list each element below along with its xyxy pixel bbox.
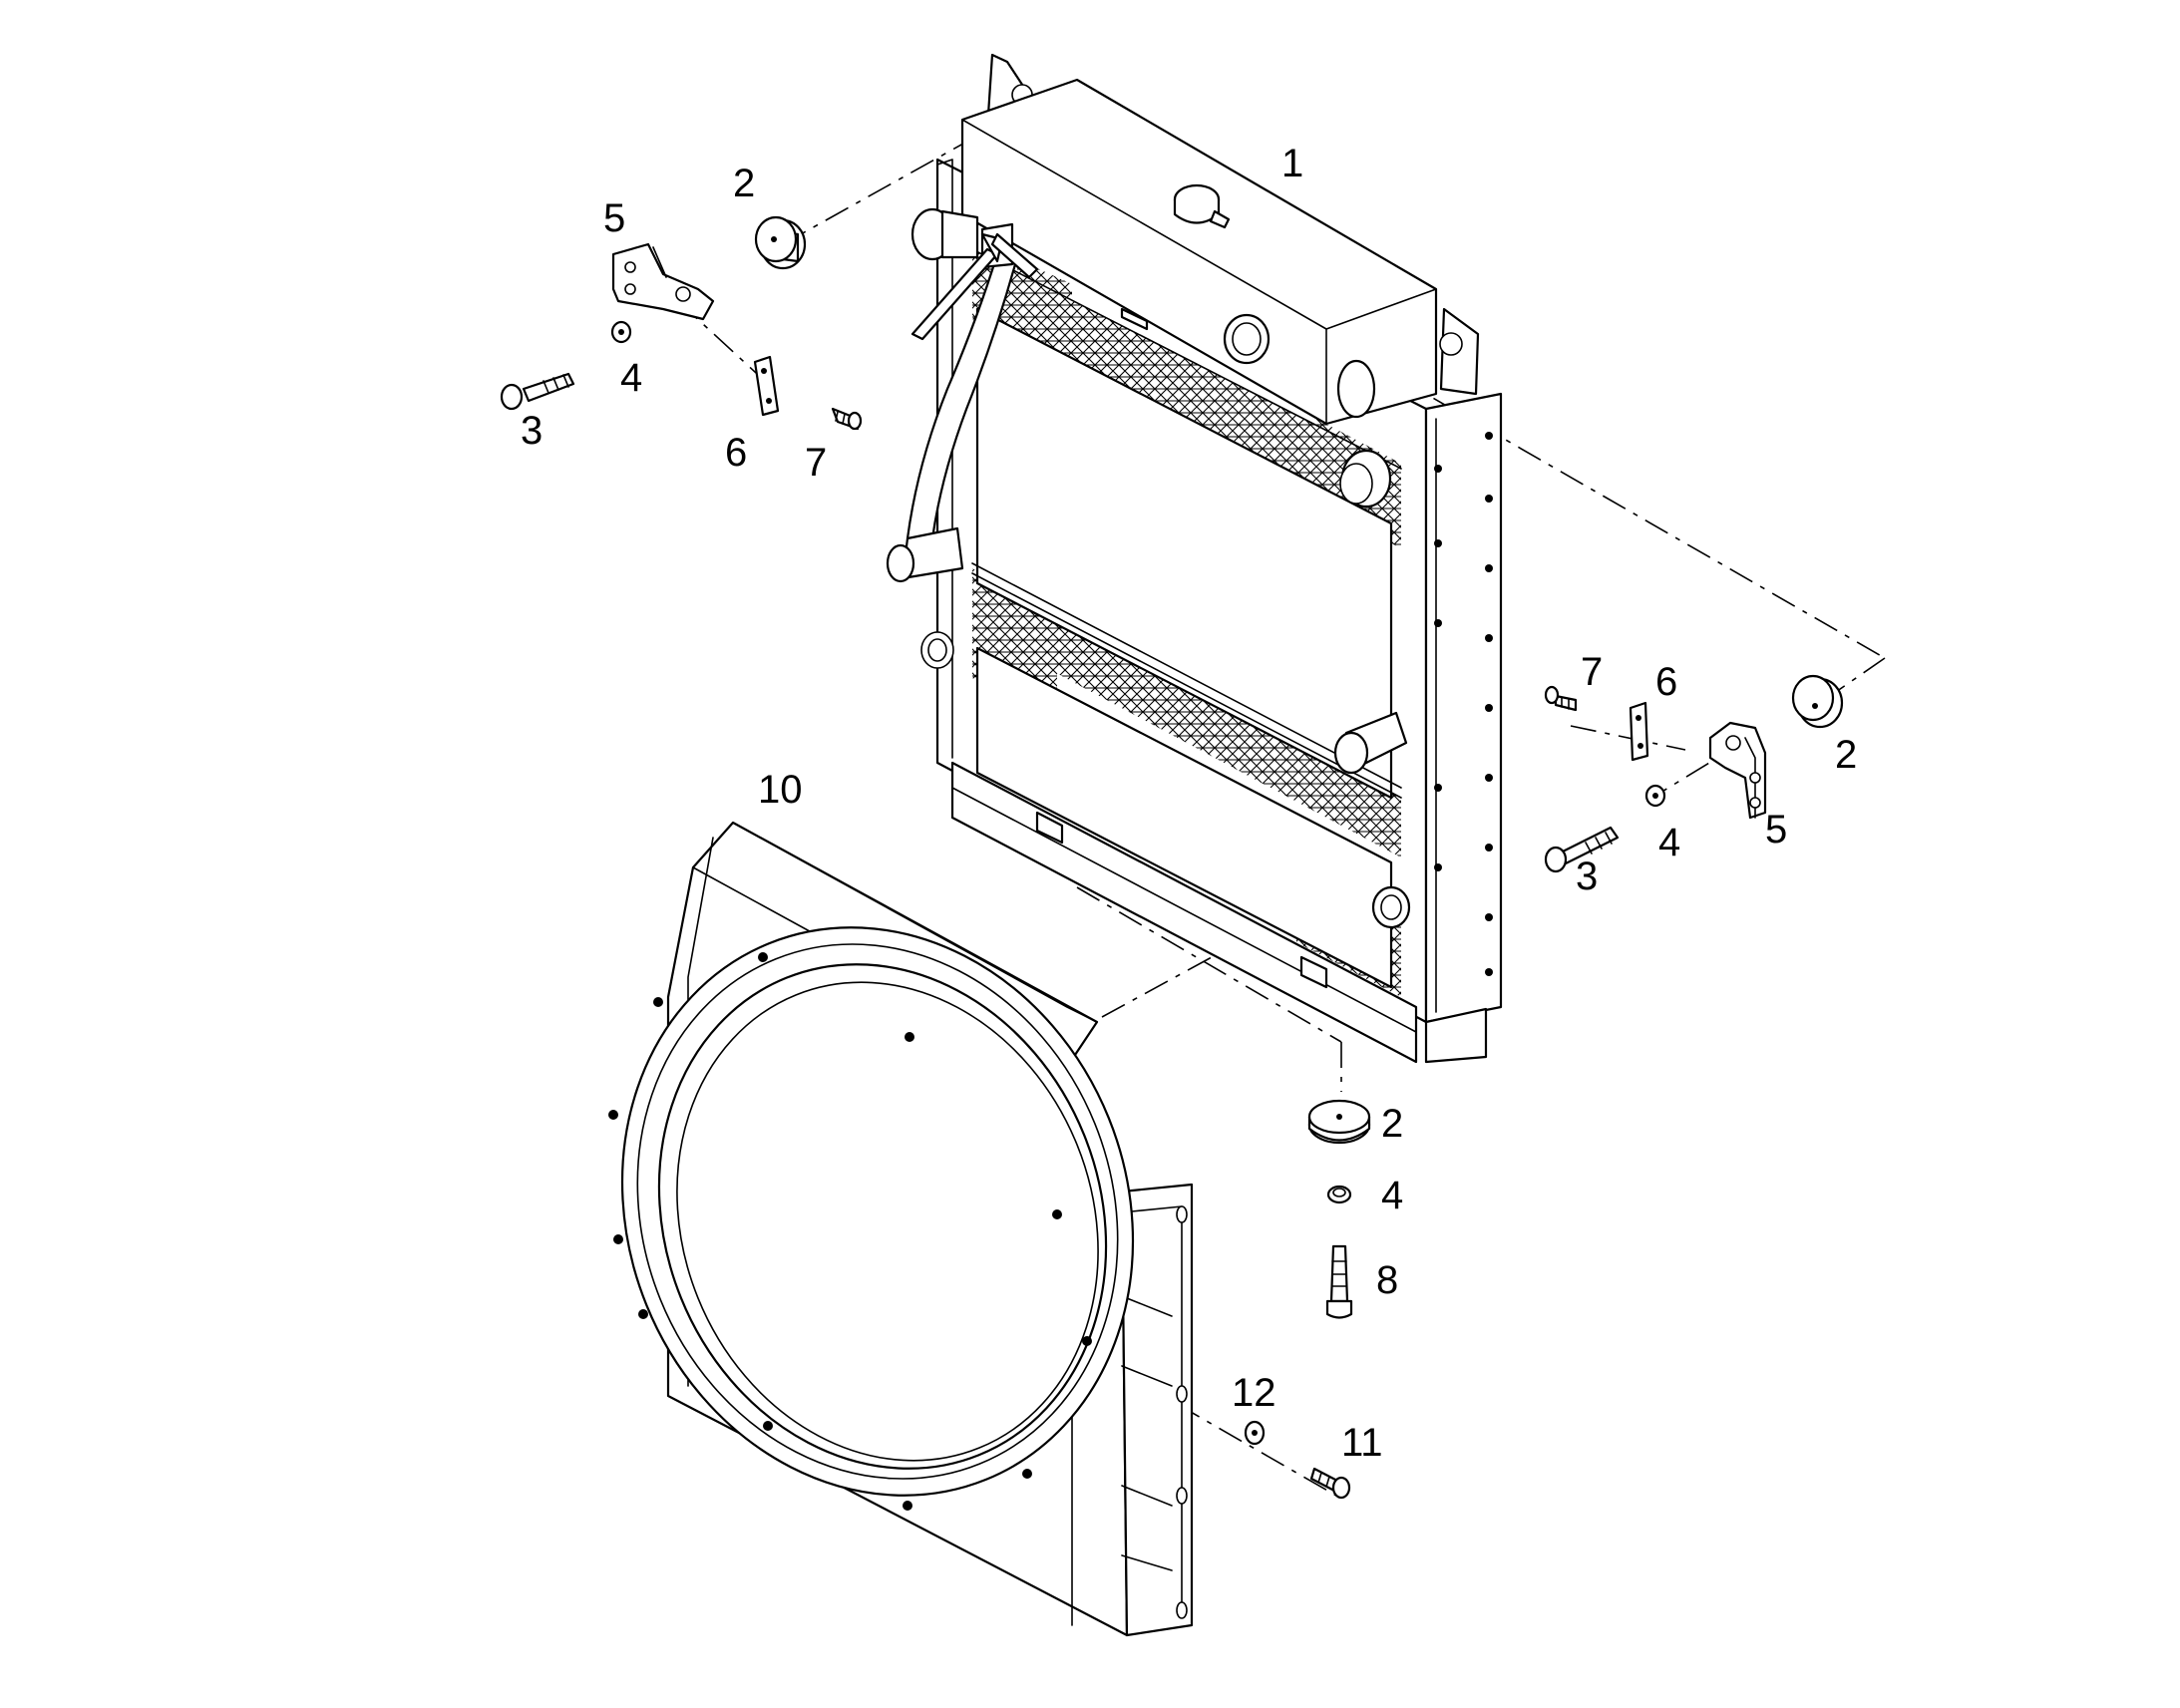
callout-4-right: 4 (1658, 821, 1680, 864)
callout-7-right: 7 (1581, 650, 1603, 694)
callout-10: 10 (758, 768, 803, 812)
callout-3-right: 3 (1576, 854, 1598, 898)
callout-2-bottom: 2 (1381, 1102, 1403, 1146)
callout-5-right: 5 (1765, 808, 1787, 852)
left-mount-hardware (500, 215, 863, 431)
callout-4-left: 4 (620, 356, 642, 400)
callout-8: 8 (1376, 1258, 1398, 1302)
callout-6-right: 6 (1655, 660, 1677, 704)
callout-3-left: 3 (521, 409, 543, 453)
callout-5-left: 5 (603, 196, 625, 240)
radiator (886, 53, 1503, 1064)
callout-12: 12 (1232, 1371, 1276, 1415)
right-mount-hardware (1544, 674, 1844, 873)
callout-4-bottom: 4 (1381, 1174, 1403, 1217)
fan-shroud (608, 821, 1194, 1637)
callout-6-left: 6 (725, 431, 747, 475)
callout-2-left: 2 (733, 162, 755, 205)
callout-1: 1 (1281, 142, 1303, 185)
callout-7-left: 7 (805, 441, 827, 485)
callout-11: 11 (1341, 1421, 1383, 1465)
callout-2-right: 2 (1835, 733, 1857, 777)
bottom-mount-hardware (1244, 1099, 1371, 1500)
callouts: 1 2 5 4 3 6 7 7 6 2 5 4 3 10 2 4 8 12 11 (521, 142, 1857, 1465)
